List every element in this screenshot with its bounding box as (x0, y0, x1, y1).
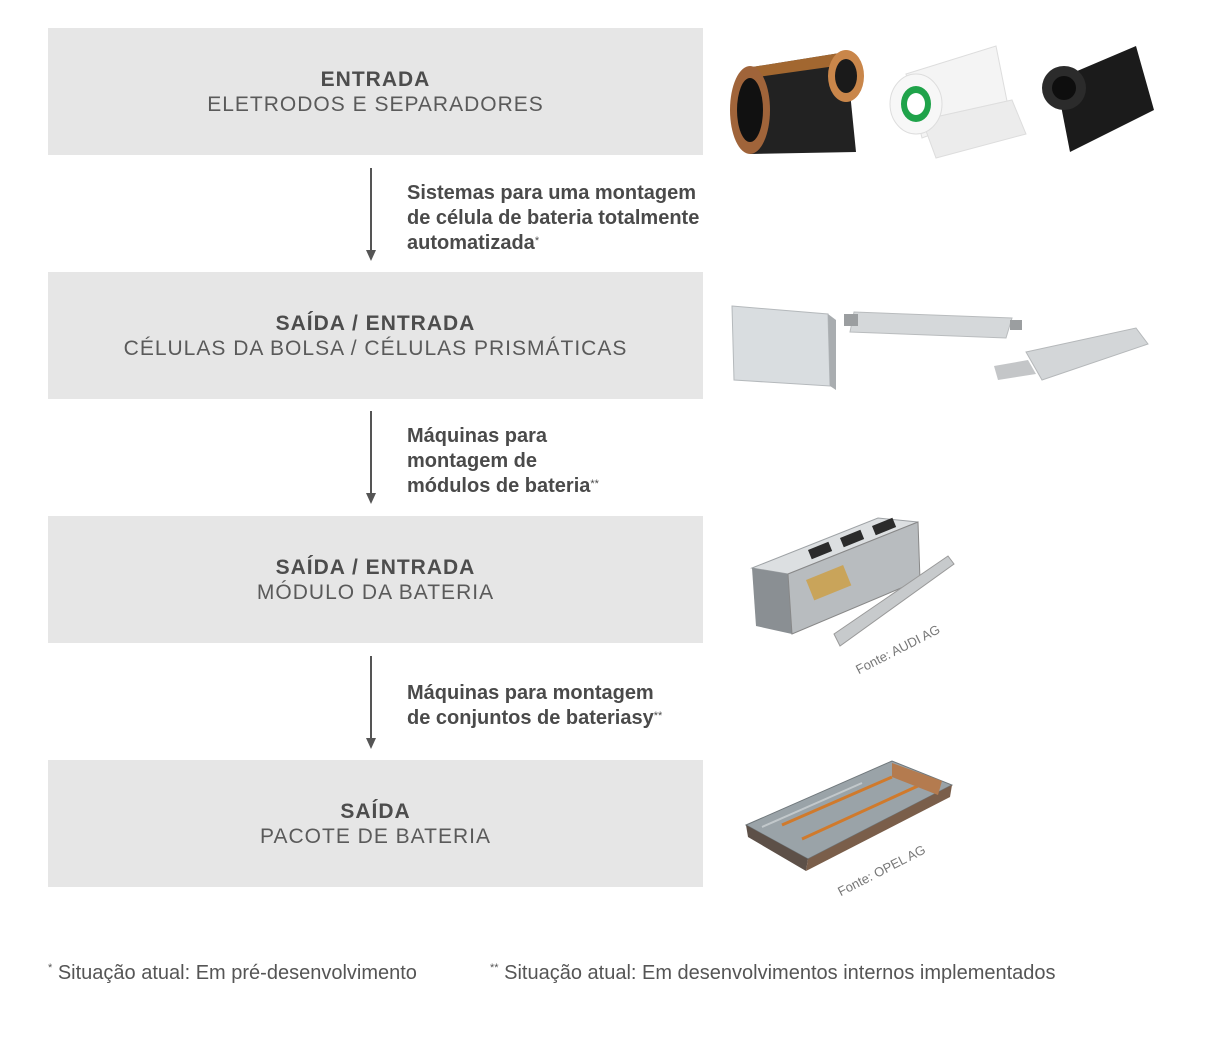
footnote-marker: * (48, 962, 53, 974)
electrode-rolls-image (726, 40, 1166, 165)
footnote-text: Situação atual: Em pré-desenvolvimento (57, 962, 417, 984)
step-line: de conjuntos de bateriasy (407, 707, 654, 729)
footnote-marker: ** (490, 962, 499, 974)
stage-title: ENTRADA (320, 67, 431, 91)
stage-module: SAÍDA / ENTRADA MÓDULO DA BATERIA (48, 516, 703, 643)
flow-arrow (363, 411, 379, 505)
step-line: de célula de bateria totalmente (407, 207, 700, 229)
stage-title: SAÍDA / ENTRADA (275, 311, 476, 335)
stage-input: ENTRADA ELETRODOS E SEPARADORES (48, 28, 703, 155)
stage-pack: SAÍDA PACOTE DE BATERIA (48, 760, 703, 887)
stage-cells: SAÍDA / ENTRADA CÉLULAS DA BOLSA / CÉLUL… (48, 272, 703, 399)
footnote-marker: ** (590, 478, 599, 490)
footnote-marker: ** (653, 710, 663, 722)
step-line: Sistemas para uma montagem (407, 182, 696, 204)
footnote: ** Situação atual: Em desenvolvimentos i… (490, 962, 1056, 985)
flow-arrow (363, 656, 379, 750)
step-pack-assembly: Máquinas para montagem de conjuntos de b… (407, 681, 662, 731)
step-line: Máquinas para montagem (407, 682, 654, 704)
stage-title: SAÍDA (340, 799, 411, 823)
battery-pack-image (742, 755, 957, 880)
stage-subtitle: CÉLULAS DA BOLSA / CÉLULAS PRISMÁTICAS (123, 336, 628, 360)
stage-title: SAÍDA / ENTRADA (275, 555, 476, 579)
battery-cells-image (726, 300, 1156, 405)
step-line: montagem de (407, 450, 538, 472)
stage-subtitle: PACOTE DE BATERIA (260, 824, 491, 848)
step-cell-assembly: Sistemas para uma montagem de célula de … (407, 181, 699, 256)
stage-subtitle: ELETRODOS E SEPARADORES (207, 92, 544, 116)
step-line: módulos de bateria (407, 475, 591, 497)
flow-arrow (363, 168, 379, 262)
footnote: * Situação atual: Em pré-desenvolvimento (48, 962, 417, 985)
footnote-marker: * (534, 235, 540, 247)
step-module-assembly: Máquinas para montagem de módulos de bat… (407, 424, 599, 499)
step-line: Máquinas para (407, 425, 548, 447)
stage-subtitle: MÓDULO DA BATERIA (256, 580, 495, 604)
footnote-text: Situação atual: Em desenvolvimentos inte… (504, 962, 1056, 984)
battery-module-image (748, 508, 958, 663)
step-line: automatizada (407, 232, 535, 254)
